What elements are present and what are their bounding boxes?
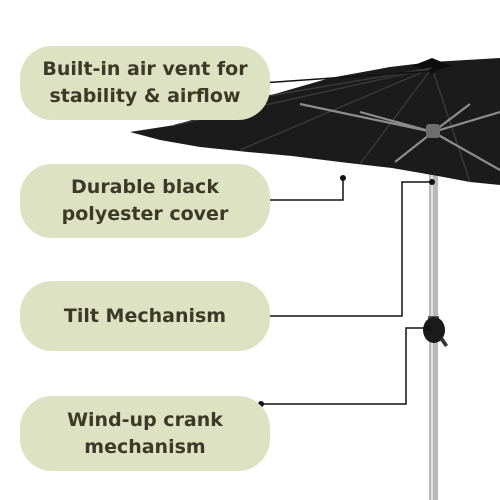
callout-line: Built-in air vent for (42, 58, 248, 80)
leader-line-crank (261, 327, 428, 405)
callout-line: mechanism (84, 435, 206, 458)
leader-dot (425, 325, 431, 331)
callout-line: stability & airflow (49, 85, 241, 107)
callout-wind-up-crank: Wind-up crank mechanism (20, 396, 270, 471)
leader-line-vent (261, 70, 433, 84)
runner-hub (426, 124, 440, 138)
umbrella-pole (429, 95, 438, 500)
umbrella-struts (299, 102, 500, 171)
callout-line: polyester cover (61, 203, 229, 225)
crank-housing (423, 317, 445, 343)
leader-line-cover (263, 178, 344, 201)
air-vent-cap (412, 58, 452, 72)
callout-polyester-cover: Durable black polyester cover (20, 164, 270, 238)
leader-dot (429, 179, 435, 185)
leader-line-tilt (258, 181, 432, 317)
leader-lines (258, 70, 433, 405)
pole-highlight (431, 95, 433, 500)
leader-dot (340, 175, 346, 181)
callout-line: Durable black (71, 176, 219, 198)
callout-tilt-mechanism: Tilt Mechanism (20, 281, 270, 351)
callout-line: Wind-up crank (67, 408, 223, 431)
callout-air-vent: Built-in air vent for stability & airflo… (20, 46, 270, 120)
crank-handle-icon (440, 336, 448, 347)
callout-line: Tilt Mechanism (63, 304, 227, 327)
leader-dot (429, 68, 435, 74)
